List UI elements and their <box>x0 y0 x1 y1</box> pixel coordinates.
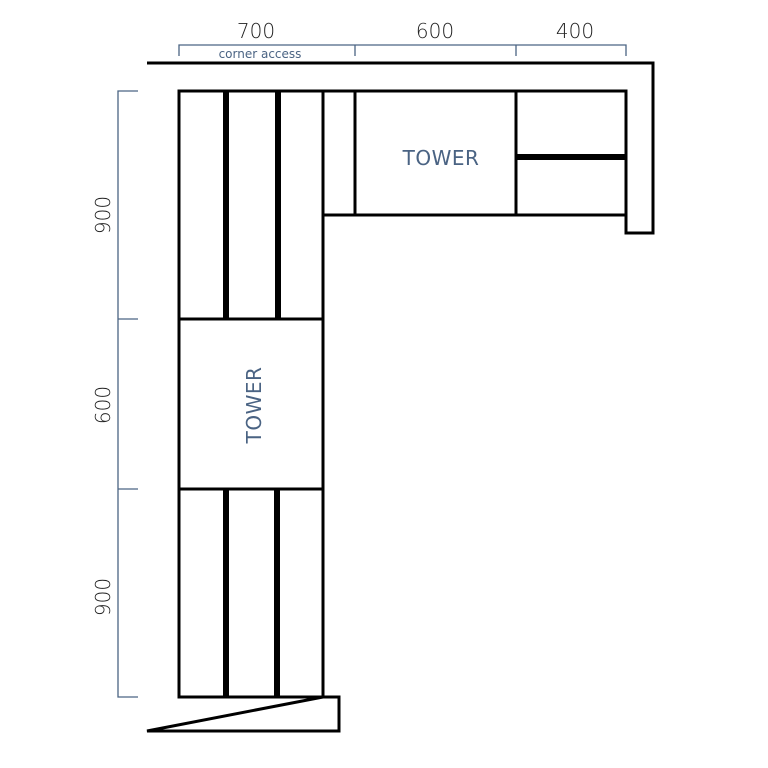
dim-left-600: 600 <box>91 386 115 424</box>
corner-access-note: corner access <box>219 47 302 61</box>
benchtop-outline <box>146 61 655 733</box>
left-tower-label: TOWER <box>242 367 266 445</box>
top-tower-label: TOWER <box>402 146 480 170</box>
dim-top-400: 400 <box>556 19 594 43</box>
dim-top-700: 700 <box>237 19 275 43</box>
left-dimension-line <box>117 90 138 698</box>
dim-top-600: 600 <box>416 19 454 43</box>
dim-left-900-upper: 900 <box>91 196 115 234</box>
top-dimension-line <box>178 44 627 56</box>
dim-left-900-lower: 900 <box>91 578 115 616</box>
